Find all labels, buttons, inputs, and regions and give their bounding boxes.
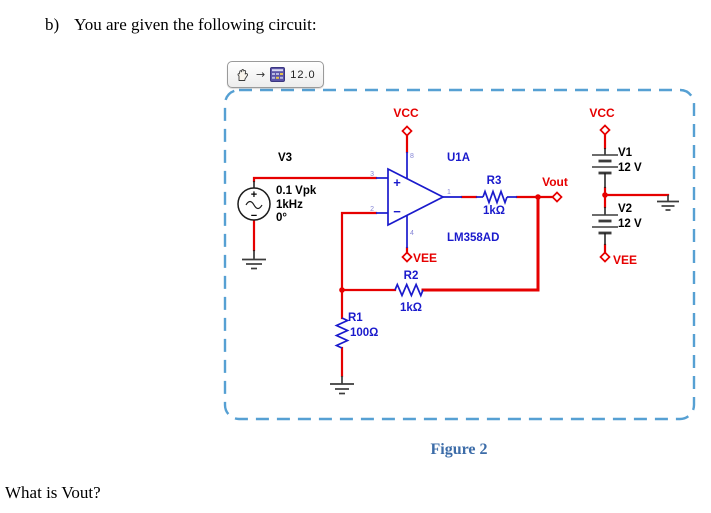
sine-wave-icon <box>245 200 263 210</box>
ground-symbol-source <box>242 258 266 270</box>
opamp-minus-input: − <box>393 204 401 219</box>
label-vout: Vout <box>542 175 568 189</box>
pin-number-8: 8 <box>410 153 414 160</box>
label-r3-value: 1kΩ <box>483 205 505 217</box>
junction-dot-supply-mid <box>602 192 608 198</box>
label-r1-value: 100Ω <box>350 327 378 339</box>
label-u1a-ref: U1A <box>447 152 470 164</box>
junction-dot-vout <box>535 194 541 200</box>
pin-number-2: 2 <box>370 206 374 213</box>
ground-symbol-r1 <box>330 376 354 395</box>
label-r2-value: 1kΩ <box>400 302 422 314</box>
label-v3-phase: 0° <box>276 212 287 224</box>
battery-v2: V2 12 V <box>592 203 642 245</box>
vee-supply-diamond-icon <box>599 251 611 263</box>
net-connector-vee-supply: VEE <box>599 251 637 267</box>
source-plus-sign: + <box>251 189 257 201</box>
label-r1-ref: R1 <box>348 312 363 324</box>
label-r3-ref: R3 <box>487 175 502 187</box>
resistor-r3: R3 1kΩ <box>476 175 517 217</box>
r3-zigzag <box>482 189 508 205</box>
wire-feedback <box>421 195 540 292</box>
v3-source: + − V3 0.1 Vpk 1kHz 0° <box>237 152 317 258</box>
label-v2-ref: V2 <box>618 203 632 215</box>
source-minus-sign: − <box>251 210 257 222</box>
junction-dot-feedback <box>339 287 345 293</box>
label-v3-amplitude: 0.1 Vpk <box>276 185 317 197</box>
vee-diamond-icon <box>401 251 413 263</box>
label-vcc-opamp: VCC <box>393 106 419 120</box>
label-v3-frequency: 1kHz <box>276 199 303 211</box>
wires <box>252 133 670 378</box>
figure-caption: Figure 2 <box>430 441 488 458</box>
pin-number-3: 3 <box>370 171 374 178</box>
followup-question: What is Vout? <box>5 483 101 502</box>
question-heading: b) You are given the following circuit: <box>45 15 317 35</box>
resistor-r2: R2 1kΩ <box>339 270 424 314</box>
opamp-plus-input: + <box>393 175 401 190</box>
opamp-u1a: + − 3 2 8 4 1 U1A LM358AD <box>370 152 499 248</box>
question-label: b) <box>45 15 60 34</box>
resistor-r1: R1 100Ω <box>334 312 378 349</box>
net-connector-vee-opamp: VEE <box>401 251 437 265</box>
net-connector-vcc-supply: VCC <box>589 106 615 136</box>
label-r2-ref: R2 <box>404 270 419 282</box>
pan-hand-icon <box>237 68 249 81</box>
label-u1a-part: LM358AD <box>447 232 499 244</box>
label-v3-ref: V3 <box>278 152 292 164</box>
arrow-icon: → <box>256 68 266 81</box>
label-v1-ref: V1 <box>618 147 633 159</box>
net-connector-vout: Vout <box>535 175 568 203</box>
opamp-triangle <box>387 167 445 227</box>
vout-diamond-icon <box>551 191 563 203</box>
simulation-toolbar-button[interactable]: → 12.0 <box>227 61 324 88</box>
r2-zigzag <box>394 282 424 298</box>
ground-symbol-supply <box>657 195 679 211</box>
vcc-supply-diamond-icon <box>599 124 611 136</box>
net-connector-vcc-opamp: VCC <box>393 106 419 137</box>
grapher-grid-icon <box>270 67 286 82</box>
r1-zigzag <box>334 317 350 349</box>
label-vcc-supply: VCC <box>589 106 615 120</box>
battery-v1: V1 12 V <box>592 147 642 188</box>
label-v1-value: 12 V <box>618 162 642 174</box>
label-v2-value: 12 V <box>618 218 642 230</box>
label-vee-supply: VEE <box>613 253 637 267</box>
pin-number-4: 4 <box>410 230 414 237</box>
vcc-diamond-icon <box>401 125 413 137</box>
wire-inv-input <box>340 211 378 292</box>
pin-number-1: 1 <box>447 189 451 196</box>
dashed-region-border <box>223 88 696 421</box>
label-vee-opamp: VEE <box>413 251 437 265</box>
toolbar-value: 12.0 <box>290 68 316 81</box>
question-text: You are given the following circuit: <box>74 15 317 34</box>
wire-source-to-noninv <box>252 176 378 183</box>
